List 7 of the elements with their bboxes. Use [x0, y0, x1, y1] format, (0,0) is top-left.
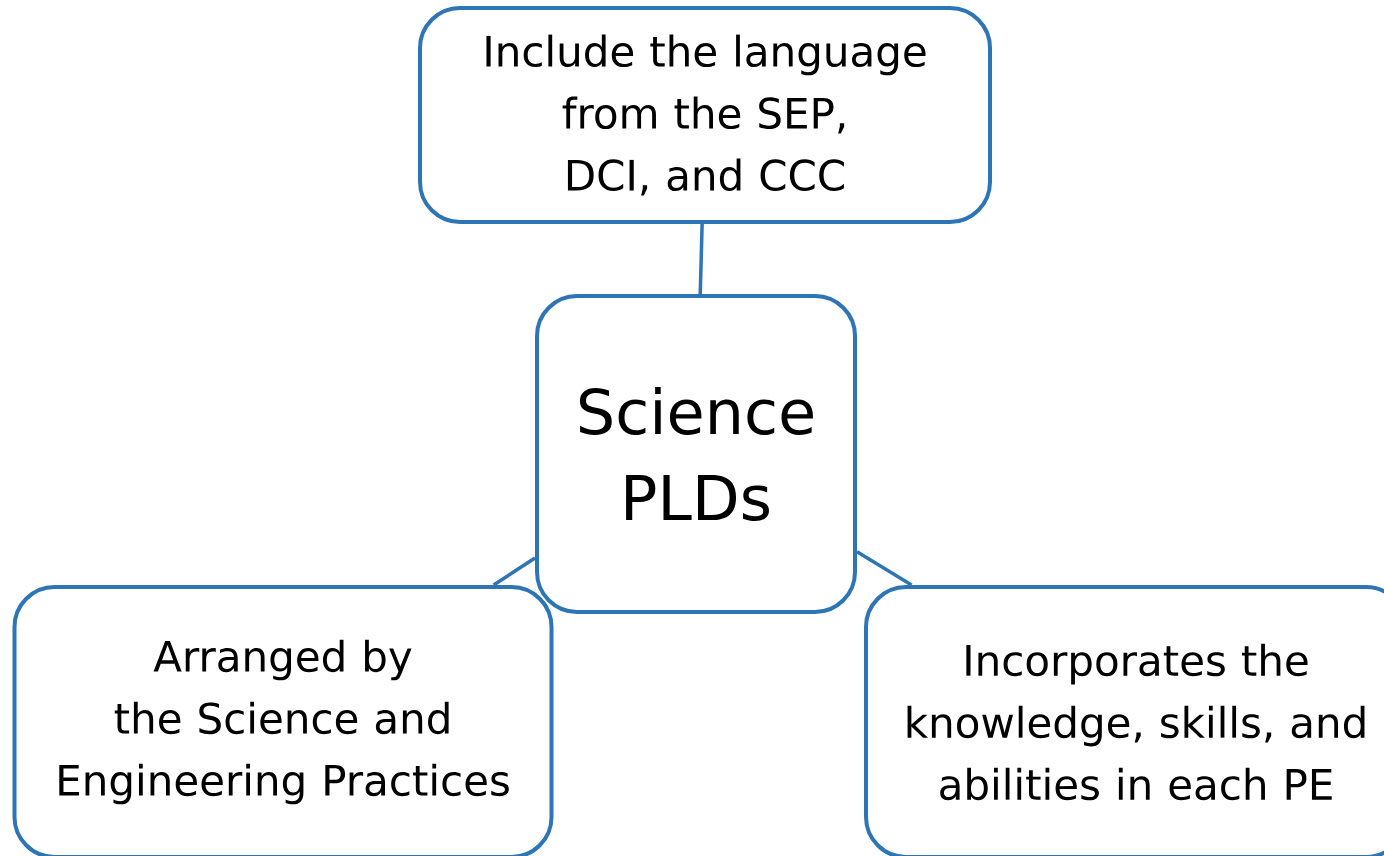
connector-line — [492, 556, 536, 587]
connector-line — [698, 223, 704, 295]
rounded-box: Science PLDs — [535, 294, 857, 614]
rounded-box: Include the language from the SEP, DCI, and CCC — [418, 6, 992, 224]
connector-line — [856, 550, 913, 587]
rounded-box: Incorporates the knowledge, skills, and abilities in each PE — [864, 585, 1384, 856]
rounded-box: Arranged by the Science and Engineering Practices — [12, 585, 554, 856]
